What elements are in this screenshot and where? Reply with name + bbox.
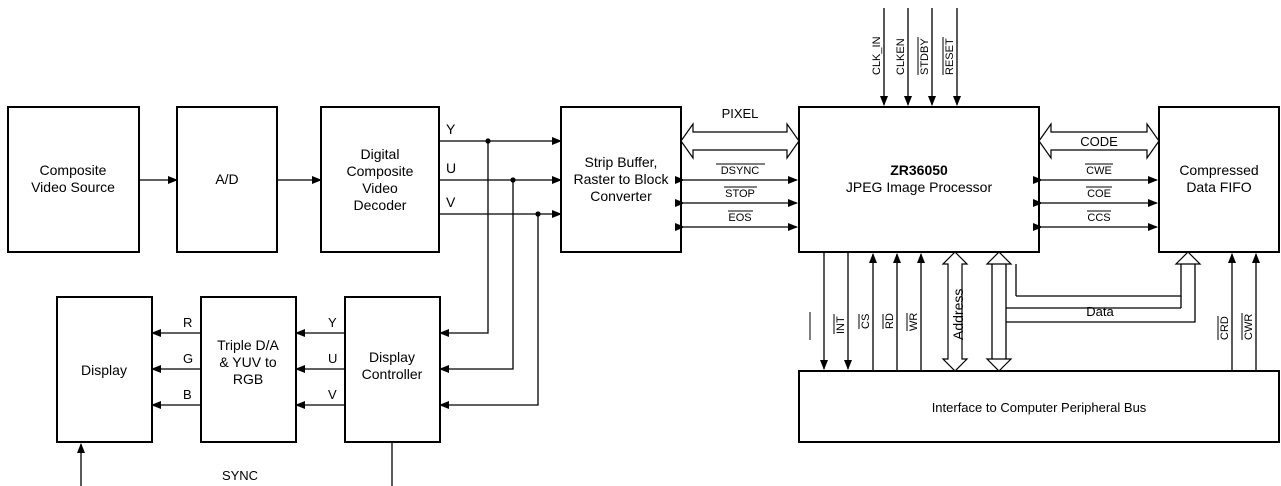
label-crd: CRD [1219,316,1231,340]
decoder-line1: Digital [361,146,400,162]
label-v-controller: V [328,387,337,402]
label-address: Address [950,289,966,340]
triple-da-block: Triple D/A & YUV to RGB [200,296,297,443]
strip-buffer-block: Strip Buffer, Raster to Block Converter [560,106,682,253]
composite-video-source-line1: Composite [40,162,107,178]
display-controller-line1: Display [369,349,415,365]
triple-da-line2: & YUV to [219,354,277,370]
decoder-line2: Composite [347,163,414,179]
zr36050-desc: JPEG Image Processor [846,179,993,195]
data-bus [985,251,1202,372]
address-bus-arrow [941,251,969,372]
label-eos: EOS [728,212,751,224]
pixel-bus-arrow [680,122,800,160]
label-dsync: DSYNC [721,165,760,177]
interface-label: Interface to Computer Peripheral Bus [932,400,1147,415]
ad-label: A/D [215,171,238,187]
decoder-line4: Decoder [354,197,407,213]
triple-da-line1: Triple D/A [217,337,279,353]
label-cwr: CWR [1243,314,1255,340]
digital-decoder-block: Digital Composite Video Decoder [320,106,440,253]
label-stdby: STDBY [919,38,931,75]
label-rd: RD [884,313,896,329]
yuv-bus [439,137,562,409]
label-u-decoder: U [446,160,456,176]
label-wr: WR [908,313,920,331]
decoder-line3: Video [362,180,398,196]
label-pixel: PIXEL [722,106,759,121]
label-cs: CS [860,314,872,329]
label-r: R [183,315,192,330]
label-v-decoder: V [446,194,456,210]
interface-block: Interface to Computer Peripheral Bus [798,370,1280,443]
triple-da-line3: RGB [233,371,263,387]
fifo-block: Compressed Data FIFO [1158,106,1280,253]
fifo-line2: Data FIFO [1186,179,1251,195]
code-bus-arrow [1038,122,1160,160]
composite-video-source-block: Composite Video Source [7,106,140,253]
zr36050-name: ZR36050 [890,162,948,178]
display-label: Display [81,362,127,378]
label-reset: RESET [944,38,956,75]
u-to-display-controller [439,180,514,373]
display-controller-line2: Controller [362,366,423,382]
label-clken: CLKEN [895,38,907,75]
label-data: Data [1086,304,1114,319]
label-ccs: CCS [1087,212,1110,224]
ad-converter-block: A/D [176,106,278,253]
strip-buffer-line2: Raster to Block [574,171,670,187]
label-y-controller: Y [328,315,337,330]
label-g: G [183,351,193,366]
y-to-display-controller [439,141,489,337]
display-controller-block: Display Controller [344,296,441,443]
label-y-decoder: Y [446,121,456,137]
label-int: INT [835,316,847,334]
v-to-display-controller [439,214,539,409]
label-coe: COE [1087,188,1111,200]
composite-video-source-line2: Video Source [31,179,115,195]
label-code: CODE [1080,134,1118,149]
label-stop: STOP [725,188,755,200]
display-block: Display [56,296,153,443]
label-cwe: CWE [1086,165,1112,177]
zr36050-block: ZR36050 JPEG Image Processor [798,106,1040,253]
fifo-line1: Compressed [1179,162,1258,178]
label-b: B [183,387,192,402]
strip-buffer-line1: Strip Buffer, [585,154,658,170]
label-u-controller: U [328,351,337,366]
label-sync: SYNC [222,468,258,483]
label-clk-in: CLK_IN [871,36,883,75]
strip-buffer-line3: Converter [590,188,652,204]
